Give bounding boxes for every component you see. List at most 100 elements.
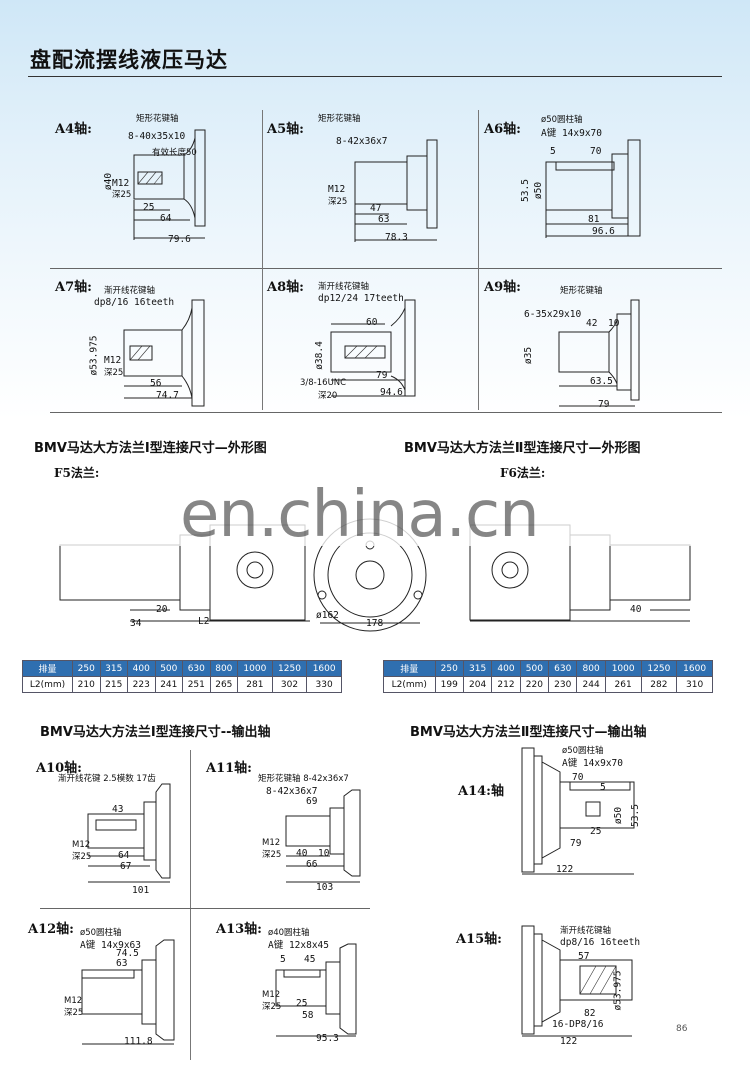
- shaft-note-a4: 矩形花键轴: [136, 114, 179, 124]
- shaft-note-a14: ø50圆柱轴: [562, 746, 604, 756]
- page-title: 盘配流摆线液压马达: [30, 48, 228, 72]
- table-cell: 251: [182, 676, 211, 693]
- dim-label: 58: [302, 1010, 314, 1021]
- table-cell: 204: [462, 676, 493, 693]
- dim-label: 47: [370, 203, 382, 214]
- table-cell: 261: [604, 676, 642, 693]
- table-cell: 199: [434, 676, 464, 693]
- dim-label: A键 14x9x70: [541, 128, 602, 139]
- table-cell: 1250: [271, 660, 308, 677]
- table-cell: 220: [519, 676, 550, 693]
- dim-label: 79: [598, 399, 610, 410]
- l2-table-type2: 排量 250 315 400 500 630 800 1000 1250 160…: [383, 660, 713, 693]
- table-cell: 310: [676, 676, 713, 693]
- dim-label: 深25: [104, 368, 124, 378]
- table-cell: 315: [99, 660, 129, 677]
- flange-right-title: BMV马达大方法兰Ⅱ型连接尺寸—外形图: [404, 441, 641, 456]
- watermark-text: en.china.cn: [180, 478, 540, 552]
- shaft-outline-a4: [133, 129, 206, 240]
- page-number: 86: [676, 1024, 688, 1034]
- dim-label: 16-DP8/16: [552, 1019, 604, 1030]
- table-cell: 1000: [604, 660, 642, 677]
- dim-label: 深20: [318, 391, 338, 401]
- table-cell: 230: [548, 676, 578, 693]
- flange-left-title: BMV马达大方法兰Ⅰ型连接尺寸—外形图: [34, 441, 267, 456]
- shaft-outline-a11: [285, 789, 361, 883]
- title-rule: [28, 76, 722, 77]
- table-cell: L2(mm): [383, 676, 436, 693]
- flange-left-sub: F5法兰:: [54, 466, 100, 480]
- shaft-label-a9: A9轴:: [484, 280, 521, 295]
- dim-label: A键 14x9x63: [80, 940, 141, 951]
- dim-label: 8-40x35x10: [128, 131, 186, 142]
- dim-label: dp8/16 16teeth: [94, 297, 175, 308]
- table-cell: 244: [576, 676, 606, 693]
- table-cell: L2(mm): [22, 676, 73, 693]
- shaft-note-a10: 渐开线花键 2.5模数 17齿: [58, 774, 156, 784]
- l2-table-type1: 排量 250 315 400 500 630 800 1000 1250 160…: [22, 660, 342, 693]
- table-cell: 302: [271, 676, 308, 693]
- dim-label: 60: [366, 317, 378, 328]
- dim-label: 43: [112, 804, 124, 815]
- dim-label: 64: [160, 213, 172, 224]
- dim-label: 122: [556, 864, 574, 875]
- dim-label: ø53.975: [88, 335, 100, 376]
- shaft-note-a5: 矩形花键轴: [318, 114, 361, 124]
- table-cell: 265: [209, 676, 239, 693]
- dim-label: 25: [143, 202, 155, 213]
- dim-label: 40: [296, 848, 308, 859]
- shaft-outline-a5: [354, 139, 438, 242]
- dim-label: 63: [378, 214, 390, 225]
- dim-label: 101: [132, 885, 150, 896]
- dim-label: M12: [104, 355, 122, 366]
- grid-line-middle: [50, 268, 722, 269]
- dim-label: 66: [306, 859, 318, 870]
- shaft-label-a5: A5轴:: [267, 122, 304, 137]
- shaft-note-a9: 矩形花键轴: [560, 286, 603, 296]
- shaft-label-a15: A15轴:: [456, 932, 502, 947]
- output-right-title: BMV马达大方法兰Ⅱ型连接尺寸—输出轴: [410, 725, 647, 740]
- shaft-outline-a12: [81, 939, 175, 1045]
- table-cell: 400: [491, 660, 521, 677]
- dim-label: 45: [304, 954, 316, 965]
- header-background: [0, 0, 750, 420]
- flange-right-sub: F6法兰:: [500, 466, 546, 480]
- dim-label: M12: [262, 838, 281, 848]
- dim-label: 深25: [112, 190, 132, 200]
- shaft-note-a8: 渐开线花键轴: [318, 282, 370, 292]
- dim-label: 57: [578, 951, 590, 962]
- table-cell: 1000: [237, 660, 273, 677]
- shaft-label-a4: A4轴:: [55, 122, 92, 137]
- shaft-outline-a8: [330, 299, 416, 397]
- dim-label: 40: [630, 604, 642, 615]
- dim-label: 74.7: [156, 390, 179, 401]
- dim-label: 5: [280, 954, 286, 965]
- dim-label: 122: [560, 1036, 578, 1047]
- dim-label: A键 12x8x45: [268, 940, 329, 951]
- dim-label: 53.5: [519, 179, 531, 202]
- dim-label: 深25: [262, 1002, 282, 1012]
- shaft-note-a15: 渐开线花键轴: [560, 926, 612, 936]
- dim-label: 81: [588, 214, 600, 225]
- shaft-note-a6: ø50圆柱轴: [541, 115, 583, 125]
- output-left-title: BMV马达大方法兰Ⅰ型连接尺寸--输出轴: [40, 725, 271, 740]
- dim-label: dp8/16 16teeth: [560, 937, 641, 948]
- dim-label: 10: [318, 848, 330, 859]
- dim-label: 78.3: [385, 232, 408, 243]
- table-cell: 1600: [676, 660, 713, 677]
- dim-label: ø38.4: [313, 341, 325, 370]
- shaft-outline-a13: [275, 943, 357, 1037]
- dim-label: 70: [590, 146, 602, 157]
- dim-label: 深25: [64, 1008, 84, 1018]
- dim-label: 5: [600, 782, 606, 793]
- shaft-note-a11: 矩形花键轴 8-42x36x7: [258, 774, 349, 784]
- dim-label: A键 14x9x70: [562, 758, 623, 769]
- grid-line-bottom: [50, 412, 722, 413]
- shaft-note-a13: ø40圆柱轴: [268, 928, 310, 938]
- table-cell: 400: [127, 660, 156, 677]
- grid-divider-2: [478, 110, 479, 410]
- shaft-outline-a7: [123, 299, 205, 407]
- table-cell: 1600: [306, 660, 342, 677]
- dim-label: M12: [328, 184, 346, 195]
- watermark-band: [40, 498, 720, 546]
